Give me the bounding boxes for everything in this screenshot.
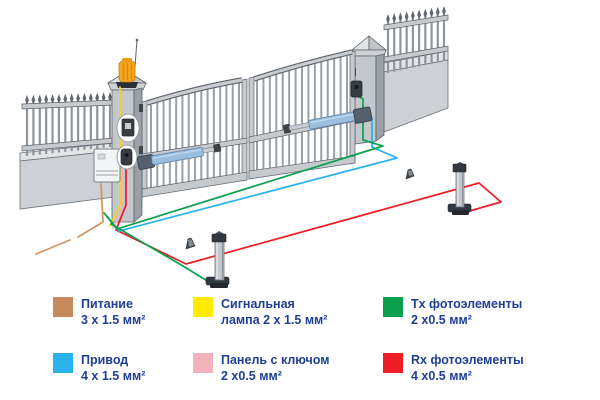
key-panel-color-swatch — [193, 353, 213, 373]
legend-item-tx-photocells: Tx фотоэлементы 2 x0.5 мм² — [383, 297, 522, 328]
left-post-photocell — [116, 144, 138, 170]
signal-lamp-color-swatch — [193, 297, 213, 317]
rx-photocells-color-swatch — [383, 353, 403, 373]
power-cable — [77, 183, 104, 238]
legend-label: Tx фотоэлементы — [411, 297, 523, 311]
cables — [35, 86, 502, 283]
signal-lamp — [116, 38, 139, 88]
legend-spec: 2 x0.5 мм² — [411, 312, 472, 327]
far-photocell-column — [447, 162, 472, 215]
legend-label: Питание — [81, 297, 133, 311]
gate-stop-wedge-near — [185, 237, 196, 250]
legend-label: Привод — [81, 353, 129, 367]
gate-bars-left-leaf — [150, 82, 240, 191]
power-color-swatch — [53, 297, 73, 317]
key-switch-panel — [116, 113, 140, 143]
devices — [93, 80, 373, 183]
control-box — [93, 148, 121, 183]
tx-column-cable — [110, 223, 210, 283]
right-gate-actuator — [282, 106, 373, 134]
gate-stop-wedge-far — [405, 168, 415, 180]
legend-spec: лампа 2 x 1.5 мм² — [221, 312, 328, 327]
legend-spec: 4 x 1.5 мм² — [81, 368, 146, 383]
legend-spec: 4 x0.5 мм² — [411, 368, 472, 383]
drive-color-swatch — [53, 353, 73, 373]
left-gate-actuator — [136, 143, 222, 170]
legend-item-signal-lamp: Сигнальная лампа 2 x 1.5 мм² — [193, 297, 327, 328]
legend-item-rx-photocells: Rx фотоэлементы 4 x0.5 мм² — [383, 353, 524, 384]
gate-hinge — [139, 104, 143, 112]
legend-spec: 2 x0.5 мм² — [221, 368, 282, 383]
legend-item-power: Питание 3 x 1.5 мм² — [53, 297, 145, 328]
legend-spec: 3 x 1.5 мм² — [81, 312, 146, 327]
gate-automation-diagram — [19, 6, 502, 288]
left-fence-section — [19, 92, 115, 210]
legend-item-drive: Привод 4 x 1.5 мм² — [53, 353, 145, 384]
rx-photocell-cable — [115, 166, 502, 265]
gate-hinge — [139, 146, 143, 154]
power-cable-continuation — [35, 239, 71, 255]
antenna-tip — [135, 38, 139, 42]
near-photocell-column — [205, 231, 230, 288]
legend-label: Панель с ключом — [221, 353, 330, 367]
tx-photocells-color-swatch — [383, 297, 403, 317]
gate-bars-right-leaf — [256, 54, 348, 173]
right-fence-section — [383, 6, 449, 133]
right-post-photocell — [350, 80, 363, 98]
legend-label: Сигнальная — [221, 297, 295, 311]
legend-item-key-panel: Панель с ключом 2 x0.5 мм² — [193, 353, 329, 384]
legend-label: Rx фотоэлементы — [411, 353, 524, 367]
